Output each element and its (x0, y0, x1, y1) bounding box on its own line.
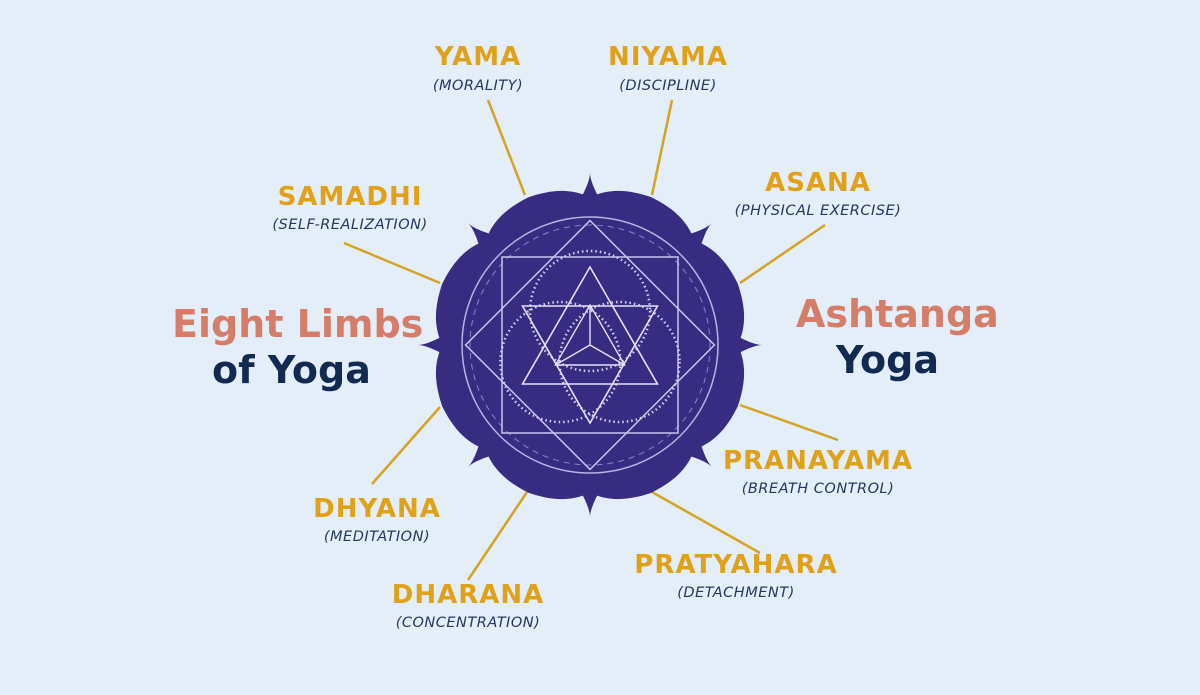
lotus-tip-shape (468, 432, 503, 467)
lotus-petal-tip (728, 331, 762, 359)
lotus-petal-tip (677, 432, 712, 467)
dotted-circle-3 (558, 300, 681, 424)
right-title-line1: Ashtanga (796, 292, 999, 336)
dashed-ring (469, 224, 711, 466)
limb-name-dhyana: DHYANA (313, 494, 441, 524)
triangle-up (521, 265, 659, 385)
limb-name-asana: ASANA (765, 168, 871, 198)
connector-pratyahara (651, 490, 761, 555)
limb-meaning-dharana: (CONCENTRATION) (395, 615, 541, 631)
limb-meaning-yama: (MORALITY) (432, 78, 524, 94)
lotus-petal-tip (677, 223, 712, 258)
dotted-circle-1 (528, 249, 652, 373)
limb-name-niyama: NIYAMA (608, 42, 728, 72)
lotus-tip-shape (576, 483, 604, 517)
connector-dharana (466, 491, 529, 581)
lotus-tip-shape (728, 331, 762, 359)
diamond-outline (464, 219, 716, 471)
inner-spoke-3 (555, 344, 591, 366)
inner-spoke-2 (589, 344, 625, 366)
lotus-tip-shape (468, 223, 503, 258)
connector-samadhi (343, 241, 441, 285)
connector-niyama (650, 99, 674, 196)
lotus-petal-tip (576, 483, 604, 517)
limb-name-pratyahara: PRATYAHARA (634, 550, 838, 580)
inner-triangle (554, 303, 626, 366)
square-outline (501, 256, 679, 434)
lotus-petal-tip (576, 173, 604, 207)
left-title-line2: of Yoga (212, 348, 371, 392)
connector-asana (739, 223, 826, 285)
lotus-tip-shape (576, 173, 604, 207)
connector-dhyana (371, 406, 441, 485)
limb-meaning-samadhi: (SELF-REALIZATION) (272, 217, 428, 233)
left-title-line1: Eight Limbs (172, 302, 424, 346)
connector-yama (486, 99, 527, 196)
limb-name-pranayama: PRANAYAMA (722, 446, 914, 476)
connector-pranayama (739, 403, 839, 442)
lotus-petal-tip (468, 223, 503, 258)
limb-meaning-pratyahara: (DETACHMENT) (677, 585, 795, 601)
lotus-tip-shape (677, 223, 712, 258)
limb-name-samadhi: SAMADHI (277, 182, 423, 212)
lotus-tip-shape (418, 331, 452, 359)
limb-name-dharana: DHARANA (391, 580, 545, 610)
right-title-line2: Yoga (836, 338, 939, 382)
limb-name-yama: YAMA (434, 42, 522, 72)
limb-meaning-niyama: (DISCIPLINE) (619, 78, 717, 94)
lotus-mandala (418, 173, 762, 517)
limb-meaning-asana: (PHYSICAL EXERCISE) (734, 203, 902, 219)
outer-ring (461, 216, 719, 474)
lotus-tip-shape (677, 432, 712, 467)
lotus-petal-tip (418, 331, 452, 359)
connector-lines (343, 99, 839, 581)
lotus-petal-tip (468, 432, 503, 467)
limb-meaning-dhyana: (MEDITATION) (323, 529, 431, 545)
limb-meaning-pranayama: (BREATH CONTROL) (741, 481, 895, 497)
